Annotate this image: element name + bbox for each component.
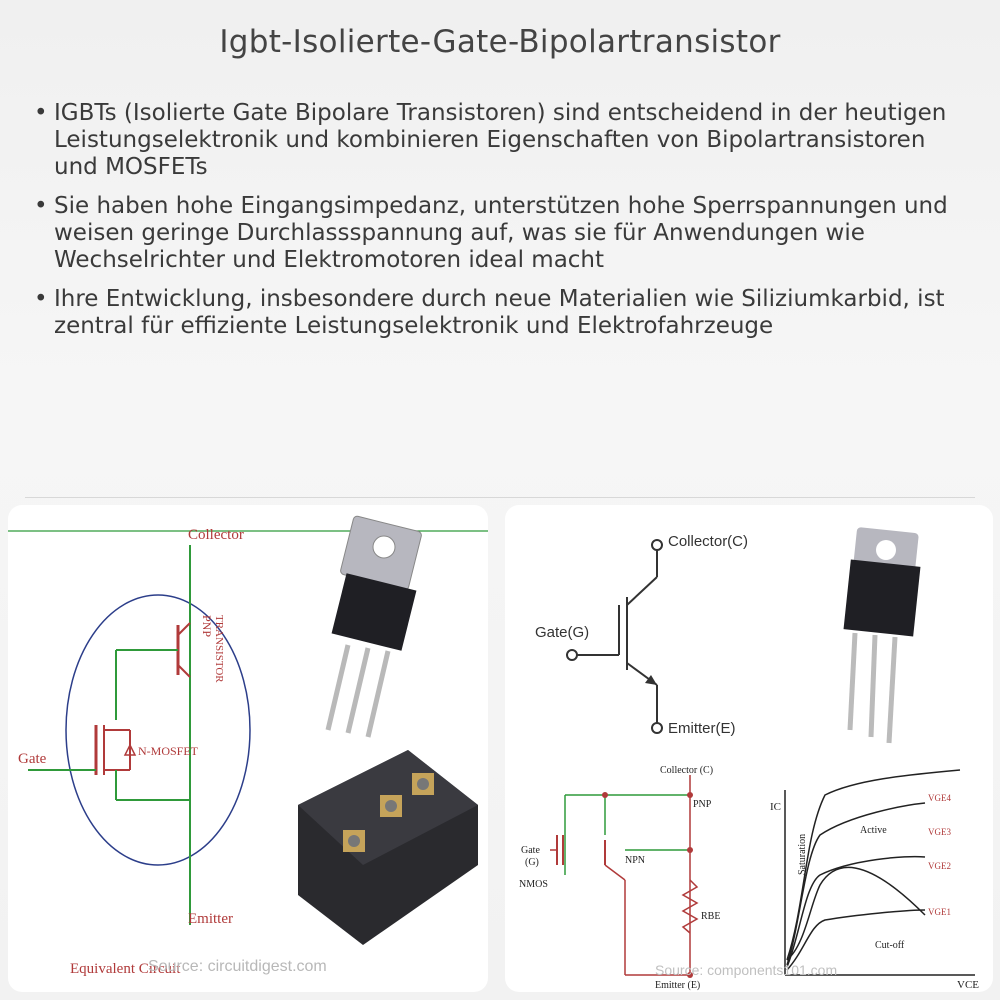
pnp-label: PNP: [200, 615, 214, 637]
to220-package-icon: [325, 515, 422, 738]
iv-characteristic-plot: IC VCE Saturation Active Cut-off VGE4 VG…: [770, 769, 979, 991]
nmosfet-label: N-MOSFET: [138, 744, 199, 758]
saturation-label: Saturation: [797, 834, 808, 875]
equivalent-circuit-diagram: Collector Gate Emitter N-MOSFET PNP TRAN…: [8, 515, 488, 977]
bullet-text: IGBTs (Isolierte Gate Bipolare Transisto…: [54, 100, 947, 180]
circuit-circle: [65, 594, 251, 866]
equivalent-circuit-image: Collector Gate Emitter N-MOSFET PNP TRAN…: [8, 505, 488, 992]
gate-label: Gate: [18, 751, 47, 767]
igbt-symbol-image: Collector(C) Gate(G) Emitter(E): [505, 505, 993, 992]
bullet-list: •IGBTs (Isolierte Gate Bipolare Transist…: [30, 100, 960, 352]
pnp-lead: [177, 664, 191, 678]
emitter-arrow: [645, 675, 657, 685]
eq-gate-label: Gate: [521, 845, 540, 856]
image-source-caption: Source: components101.com: [655, 962, 837, 978]
equivalent-circuit-small: Collector (C) PNP NPN Gate (G) NMOS RBE …: [519, 765, 720, 991]
to247-package-icon: [843, 527, 921, 744]
vge3-label: VGE3: [928, 827, 951, 837]
active-label: Active: [860, 825, 887, 836]
bullet-dot: •: [34, 100, 48, 126]
eq-pnp-label: PNP: [693, 799, 712, 810]
gate-g-label: Gate(G): [535, 624, 589, 641]
emitter-label: Emitter: [188, 911, 233, 927]
collector-label: Collector: [188, 527, 244, 543]
ic-axis-label: IC: [770, 801, 781, 813]
igbt-symbol-diagram: Collector(C) Gate(G) Emitter(E): [519, 527, 979, 991]
vge4-label: VGE4: [928, 793, 951, 803]
collector-c-label: Collector(C): [668, 533, 748, 550]
eq-gate-g-label: (G): [525, 857, 539, 868]
eq-emitter-label: Emitter (E): [655, 980, 700, 991]
image-source-caption: Source: circuitdigest.com: [148, 958, 327, 975]
vce-axis-label: VCE: [957, 979, 979, 991]
emitter-e-label: Emitter(E): [668, 720, 736, 737]
equivalent-circuit-label: Equivalent Circuit: [70, 961, 181, 977]
vge1-label: VGE1: [928, 907, 951, 917]
eq-npn-label: NPN: [625, 855, 645, 866]
eq-collector-label: Collector (C): [660, 765, 713, 776]
bullet-text: Ihre Entwicklung, insbesondere durch neu…: [54, 286, 945, 339]
igbt-module-icon: [298, 750, 478, 945]
body-diode: [123, 743, 137, 756]
bullet-item: •Sie haben hohe Eingangsimpedanz, unters…: [30, 193, 960, 274]
bullet-dot: •: [34, 286, 48, 312]
cutoff-label: Cut-off: [875, 940, 905, 951]
page-title: Igbt-Isolierte-Gate-Bipolartransistor: [219, 24, 781, 60]
bullet-text: Sie haben hohe Eingangsimpedanz, unterst…: [54, 193, 948, 273]
transistor-label: TRANSISTOR: [213, 615, 225, 683]
bullet-dot: •: [34, 193, 48, 219]
bullet-item: •IGBTs (Isolierte Gate Bipolare Transist…: [30, 100, 960, 181]
bullet-item: •Ihre Entwicklung, insbesondere durch ne…: [30, 286, 960, 340]
eq-nmos-label: NMOS: [519, 879, 548, 890]
vge2-label: VGE2: [928, 861, 951, 871]
eq-rbe-label: RBE: [701, 911, 720, 922]
section-divider: [25, 497, 975, 498]
pnp-lead: [177, 622, 191, 636]
